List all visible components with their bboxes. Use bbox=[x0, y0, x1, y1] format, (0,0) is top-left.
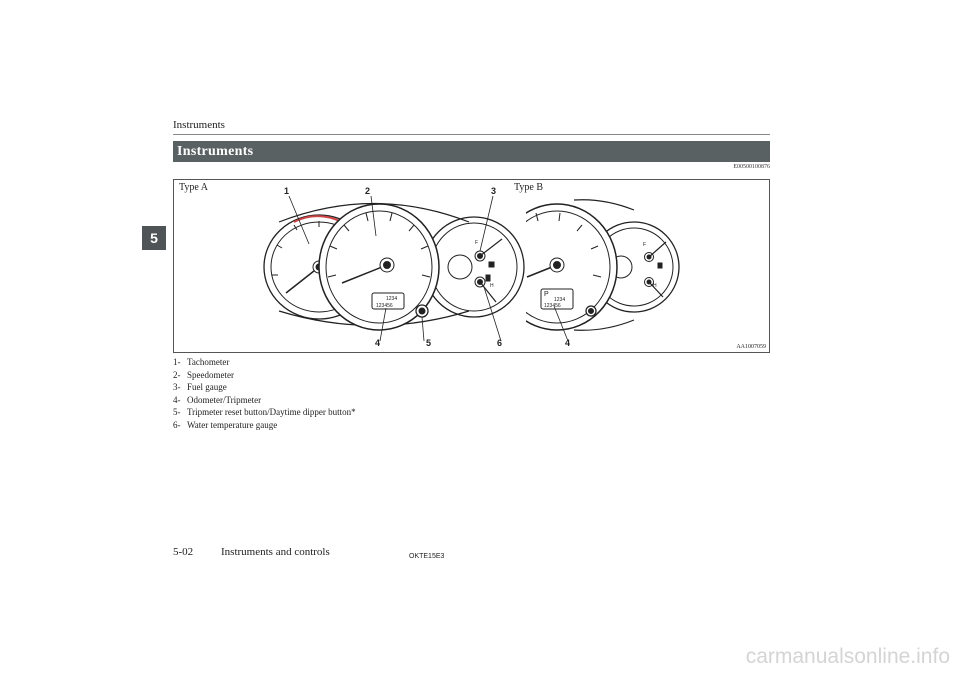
odometer-upper-digits: 1234 bbox=[386, 296, 397, 302]
running-head: Instruments bbox=[173, 119, 225, 131]
section-code: E00500100876 bbox=[733, 164, 770, 170]
odometer-lower-digits: 123456 bbox=[376, 303, 393, 309]
legend-item: 6-Water temperature gauge bbox=[173, 419, 278, 430]
callout-1: 1 bbox=[284, 186, 290, 196]
legend-item: 3-Fuel gauge bbox=[173, 382, 227, 392]
legend-item: 4-Odometer/Tripmeter bbox=[173, 394, 262, 405]
figure-code: AA1007059 bbox=[736, 344, 766, 350]
fuel-full-mark-b: F bbox=[643, 242, 646, 248]
cluster-illustration: F H F H 1234 123456 P 1234 123456 bbox=[263, 195, 680, 342]
legend-item: 1-Tachometer bbox=[173, 357, 230, 367]
callout-4: 4 bbox=[375, 338, 381, 348]
temp-hot-mark-b: H bbox=[653, 283, 657, 289]
manual-code: OKTE15E3 bbox=[409, 553, 445, 560]
watermark: carmanualsonline.info bbox=[745, 645, 950, 668]
fuel-full-mark: F bbox=[475, 240, 478, 246]
chapter-tab: 5 bbox=[142, 226, 166, 250]
type-a-label: Type A bbox=[179, 182, 209, 193]
callout-2: 2 bbox=[365, 186, 371, 196]
odometer-upper-digits-b: 1234 bbox=[554, 297, 565, 303]
type-b-label: Type B bbox=[514, 182, 544, 193]
chapter-title: Instruments and controls bbox=[221, 546, 330, 558]
type-a-cluster bbox=[263, 202, 525, 331]
callout-4-type-b: 4 bbox=[565, 338, 571, 348]
gear-indicator: P bbox=[544, 291, 549, 298]
page-number: 5-02 bbox=[173, 546, 194, 558]
temp-hot-mark: H bbox=[490, 283, 494, 289]
type-b-cluster bbox=[526, 199, 680, 342]
legend-list: 1-Tachometer 2-Speedometer 3-Fuel gauge … bbox=[173, 356, 367, 431]
odometer-lower-digits-b: 123456 bbox=[544, 303, 561, 309]
legend-item: 2-Speedometer bbox=[173, 369, 234, 380]
leader-lines bbox=[288, 195, 502, 342]
header-rule bbox=[173, 134, 770, 135]
callout-6: 6 bbox=[497, 338, 503, 348]
section-title: Instruments bbox=[173, 141, 770, 162]
speedometer-ticks bbox=[327, 212, 431, 278]
callout-5: 5 bbox=[426, 338, 432, 348]
instrument-figure: F H F H 1234 123456 P 1234 123456 Type A… bbox=[173, 179, 770, 353]
callout-3: 3 bbox=[491, 186, 497, 196]
legend-item: 5-Tripmeter reset button/Daytime dipper … bbox=[173, 407, 356, 417]
